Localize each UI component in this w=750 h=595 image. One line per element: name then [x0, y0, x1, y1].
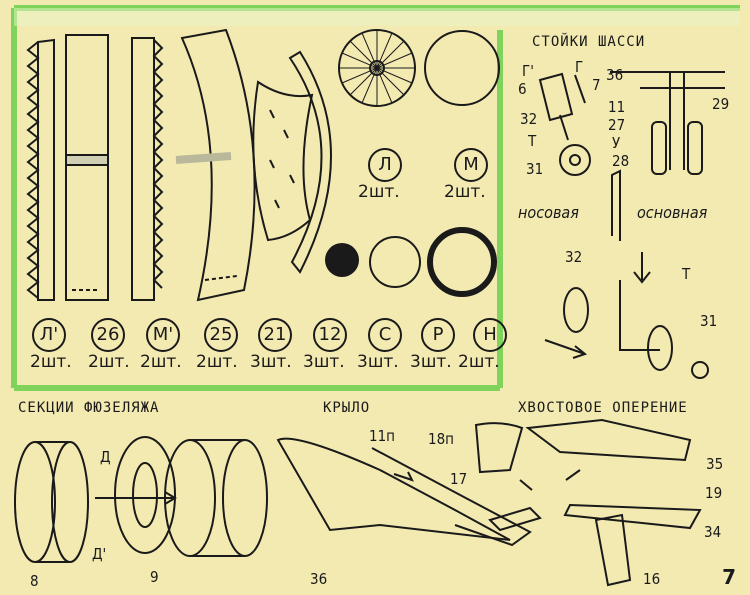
tail-callout: 34 — [704, 523, 722, 541]
tail-callout: 35 — [706, 455, 724, 473]
fuselage-callout: 9 — [150, 568, 159, 586]
tail-callout: 16 — [643, 570, 661, 588]
part-label-25: 25 — [204, 318, 238, 352]
part-qty-L-prime: 2шт. — [30, 352, 72, 372]
fuselage-callout: Д — [100, 448, 111, 466]
strip-12 — [288, 50, 332, 274]
gear-callout: 36 — [606, 66, 624, 84]
ring-H — [427, 227, 497, 297]
part-label-H: Н — [473, 318, 507, 352]
wheel-qty-M: 2шт. — [444, 182, 486, 202]
gear-callout: 32 — [565, 248, 583, 266]
gear-callout: Г' — [522, 62, 534, 80]
part-qty-26: 2шт. — [88, 352, 130, 372]
part-qty-H: 2шт. — [458, 352, 500, 372]
tail-callout: 19 — [705, 484, 723, 502]
gear-diagram — [538, 71, 725, 379]
wing-callout: 36 — [310, 570, 328, 588]
gear-callout: 28 — [612, 152, 630, 170]
part-label-M-prime: М' — [146, 318, 180, 352]
nose-gear-label: носовая — [518, 203, 579, 222]
part-label-C: С — [368, 318, 402, 352]
ring-C — [325, 243, 359, 277]
strip-26 — [65, 34, 109, 301]
wing-title: КРЫЛО — [323, 400, 371, 416]
gear-callout: Т — [682, 265, 691, 283]
gear-callout: 11 — [608, 98, 626, 116]
fuselage-callout: Д' — [92, 545, 107, 563]
gear-callout: Т — [528, 132, 537, 150]
gear-callout: 31 — [526, 160, 544, 178]
fuselage-callout: 8 — [30, 572, 39, 590]
gear-callout: 31 — [700, 312, 718, 330]
part-label-L-prime: Л' — [32, 318, 66, 352]
ring-P — [369, 236, 421, 288]
wheel-label-M: М — [454, 148, 488, 182]
wheel-L — [338, 29, 416, 107]
gear-callout: 32 — [520, 110, 538, 128]
part-label-26: 26 — [91, 318, 125, 352]
tail-title: ХВОСТОВОЕ ОПЕРЕНИЕ — [518, 400, 688, 416]
wheel-M — [424, 30, 500, 106]
part-qty-M-prime: 2шт. — [140, 352, 182, 372]
page-number: 7 — [722, 565, 736, 589]
tail-callout: 18п — [428, 430, 454, 448]
gear-callout: У — [612, 134, 621, 152]
gear-callout: Г — [575, 58, 584, 76]
tail-callout: 17 — [450, 470, 468, 488]
part-qty-21: 3шт. — [250, 352, 292, 372]
part-qty-C: 3шт. — [357, 352, 399, 372]
tail-shape — [474, 418, 702, 587]
gear-callout: 6 — [518, 80, 527, 98]
wing-callout: 11п — [369, 427, 395, 445]
strip-M-prime — [131, 37, 164, 301]
gear-callout: 29 — [712, 95, 730, 113]
fuselage-title: СЕКЦИИ ФЮЗЕЛЯЖА — [18, 400, 160, 416]
part-label-21: 21 — [258, 318, 292, 352]
fuselage-sections — [14, 436, 268, 563]
part-label-P: Р — [421, 318, 455, 352]
wheel-qty-L: 2шт. — [358, 182, 400, 202]
part-qty-12: 3шт. — [303, 352, 345, 372]
main-gear-label: основная — [637, 203, 708, 222]
strip-25 — [175, 28, 256, 302]
gear-callout: 7 — [592, 76, 601, 94]
piece-21 — [252, 80, 314, 242]
landing-gear-title: СТОЙКИ ШАССИ — [532, 34, 646, 50]
part-label-12: 12 — [313, 318, 347, 352]
gear-callout: 27 — [608, 116, 626, 134]
strip-L-prime — [26, 38, 55, 301]
wing-shape — [276, 437, 532, 547]
wheel-label-L: Л — [368, 148, 402, 182]
part-qty-25: 2шт. — [196, 352, 238, 372]
part-qty-P: 3шт. — [410, 352, 452, 372]
